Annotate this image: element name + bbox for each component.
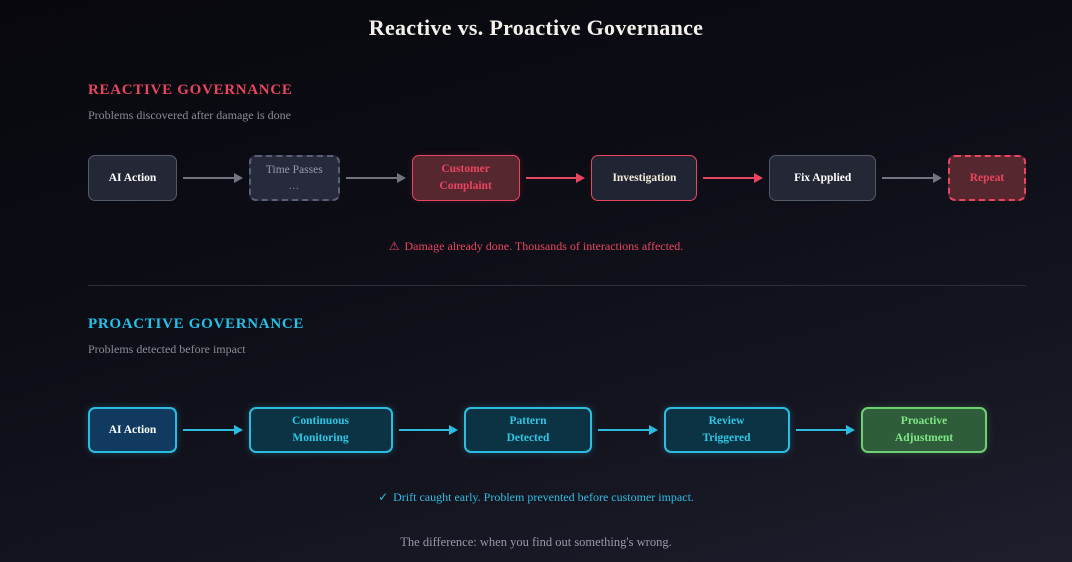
node-investigation: Investigation	[591, 155, 698, 201]
node-ai-action-reactive: AI Action	[88, 155, 177, 201]
node-label-line1: Review	[708, 415, 745, 428]
reactive-flow-row: AI Action Time Passes ... Customer Compl…	[88, 155, 1026, 201]
node-label-line2: Monitoring	[292, 432, 349, 444]
node-customer-complaint: Customer Complaint	[411, 155, 520, 201]
node-label-line2: Adjustment	[894, 432, 954, 444]
node-review-triggered: Review Triggered	[663, 407, 790, 453]
node-label: AI Action	[108, 171, 157, 184]
node-fix-applied: Fix Applied	[769, 155, 877, 201]
warning-text: Damage already done. Thousands of intera…	[404, 239, 684, 253]
arrow-right-icon	[177, 425, 249, 435]
arrow-right-icon	[876, 173, 948, 183]
node-label: Fix Applied	[794, 171, 852, 184]
node-pattern-detected: Pattern Detected	[464, 407, 592, 453]
node-continuous-monitoring: Continuous Monitoring	[248, 407, 393, 453]
arrow-right-icon	[340, 173, 412, 183]
node-label-line1: Customer	[441, 163, 490, 176]
node-repeat: Repeat	[947, 155, 1026, 201]
node-label-line2: Detected	[506, 432, 550, 444]
footer-caption: The difference: when you find out someth…	[400, 535, 672, 549]
arrow-right-icon	[790, 425, 862, 435]
node-label: Time Passes	[265, 163, 323, 176]
section-divider	[88, 285, 1026, 286]
warning-icon: ⚠	[388, 239, 400, 253]
proactive-section-heading: PROACTIVE GOVERNANCE	[88, 316, 305, 332]
proactive-section-subtitle: Problems detected before impact	[88, 342, 246, 356]
node-time-passes: Time Passes ...	[248, 155, 340, 201]
arrow-right-icon	[592, 425, 664, 435]
node-label: AI Action	[108, 423, 157, 436]
check-icon: ✓	[378, 490, 389, 504]
reactive-warning-note: ⚠ Damage already done. Thousands of inter…	[0, 239, 1072, 254]
ellipsis-label: ...	[289, 180, 300, 192]
arrow-right-icon	[177, 173, 249, 183]
node-label-line1: Pattern	[509, 415, 547, 428]
proactive-check-note: ✓ Drift caught early. Problem prevented b…	[0, 490, 1072, 505]
node-label-line2: Complaint	[439, 180, 492, 192]
arrow-right-icon	[697, 173, 769, 183]
reactive-section-heading: REACTIVE GOVERNANCE	[88, 82, 293, 98]
node-label: Repeat	[969, 171, 1005, 184]
node-label-line1: Continuous	[292, 415, 349, 428]
check-text: Drift caught early. Problem prevented be…	[393, 490, 694, 504]
proactive-flow-row: AI Action Continuous Monitoring Pattern …	[88, 407, 987, 453]
arrow-right-icon	[393, 425, 465, 435]
reactive-section-subtitle: Problems discovered after damage is done	[88, 108, 291, 122]
node-ai-action-proactive: AI Action	[88, 407, 177, 453]
node-label-line1: Proactive	[900, 415, 948, 428]
node-label-line2: Triggered	[702, 432, 751, 444]
page-title: Reactive vs. Proactive Governance	[368, 15, 704, 40]
node-label: Investigation	[612, 171, 677, 184]
node-proactive-adjustment: Proactive Adjustment	[861, 407, 987, 453]
arrow-right-icon	[520, 173, 592, 183]
